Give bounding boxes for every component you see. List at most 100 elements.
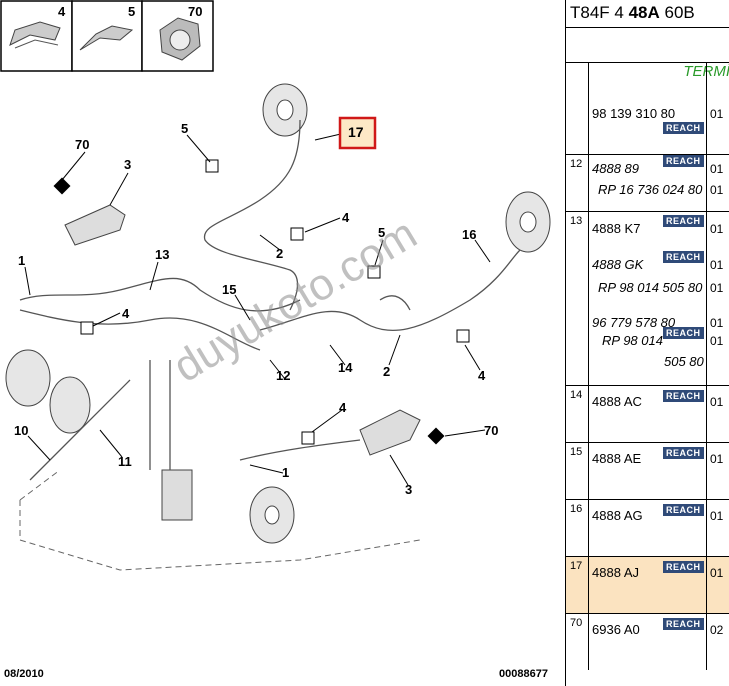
column-divider	[588, 500, 589, 556]
callout-16[interactable]: 16	[462, 227, 477, 242]
column-divider	[706, 63, 707, 154]
callout-70[interactable]: 70	[484, 423, 499, 438]
thumbnail-label-4: 4	[58, 4, 66, 19]
brake-pipes	[19, 119, 521, 481]
quantity: 01	[710, 452, 724, 466]
callout-15[interactable]: 15	[222, 282, 237, 297]
part-reference: 98 139 310 80	[592, 106, 676, 121]
part-reference: 4888 K7	[592, 221, 641, 236]
row-number: 17	[570, 560, 583, 572]
parts-row[interactable]: 17 4888 AJ 01 REACH	[566, 556, 729, 613]
clip-markers	[80, 159, 470, 445]
reach-badge: REACH	[663, 327, 704, 339]
reach-badge: REACH	[663, 251, 704, 263]
callout-14[interactable]: 14	[338, 360, 353, 375]
callout-1[interactable]: 1	[282, 465, 290, 480]
thumbnail-clip-5[interactable]	[71, 0, 143, 72]
callout-11[interactable]: 11	[118, 454, 132, 469]
part-reference: 4888 AJ	[592, 565, 639, 580]
part-reference: 96 779 578 80	[592, 315, 676, 330]
callout-1[interactable]: 1	[18, 253, 26, 268]
callout-3[interactable]: 3	[405, 482, 413, 497]
callout-4[interactable]: 4	[342, 210, 350, 225]
callout-10[interactable]: 10	[14, 423, 29, 438]
panel-title: T84F 4 48A 60B	[570, 3, 695, 23]
parts-row[interactable]: 15 4888 AE 01 REACH	[566, 442, 729, 499]
column-divider	[706, 614, 707, 670]
part-reference: 6936 A0	[592, 622, 640, 637]
quantity: 01	[710, 107, 724, 121]
part-reference: RP 98 014	[602, 333, 663, 348]
callout-4[interactable]: 4	[339, 400, 347, 415]
column-divider	[588, 63, 589, 154]
front-disc-top	[262, 83, 308, 137]
title-suffix: 60B	[659, 3, 695, 22]
bracket-right	[359, 409, 421, 456]
quantity: 01	[710, 395, 724, 409]
column-divider	[706, 500, 707, 556]
column-divider	[588, 557, 589, 613]
reach-badge: REACH	[663, 122, 704, 134]
quantity: 01	[710, 566, 724, 580]
column-divider	[706, 557, 707, 613]
callout-2[interactable]: 2	[383, 364, 391, 379]
callout-2[interactable]: 2	[276, 246, 284, 261]
column-divider	[588, 386, 589, 442]
rear-disc-bottom	[249, 486, 295, 544]
part-reference: 4888 AC	[592, 394, 642, 409]
thumbnail-clip-4[interactable]	[0, 0, 73, 72]
quantity: 01	[710, 281, 724, 295]
reach-badge: REACH	[663, 504, 704, 516]
reach-badge: REACH	[663, 155, 704, 167]
quantity: 01	[710, 162, 724, 176]
callout-5[interactable]: 5	[378, 225, 386, 240]
reach-badge: REACH	[663, 561, 704, 573]
column-divider	[706, 212, 707, 385]
title-prefix: T84F 4	[570, 3, 629, 22]
part-reference: RP 98 014 505 80	[598, 280, 703, 295]
quantity: 01	[710, 258, 724, 272]
part-reference: 4888 GK	[592, 257, 644, 272]
row-number: 15	[570, 446, 583, 458]
part-reference: 505 80	[664, 354, 704, 369]
thumbnail-nut-70[interactable]	[141, 0, 214, 72]
callout-13[interactable]: 13	[155, 247, 170, 262]
column-divider	[588, 155, 589, 211]
reach-badge: REACH	[663, 447, 704, 459]
quantity: 01	[710, 509, 724, 523]
row-number: 16	[570, 503, 583, 515]
title-bold: 48A	[628, 3, 660, 22]
column-divider	[588, 443, 589, 499]
callout-5[interactable]: 5	[181, 121, 189, 136]
abs-unit	[161, 469, 193, 521]
bracket-left	[64, 204, 126, 246]
parts-diagram: 4 5 70 70 3 5 1 13 4 15 10 11 12 14 2 4 …	[0, 0, 551, 680]
callout-12[interactable]: 12	[276, 368, 291, 383]
column-divider	[588, 614, 589, 670]
reach-badge: REACH	[663, 215, 704, 227]
quantity: 01	[710, 222, 724, 236]
term-row: TERMİ	[566, 27, 729, 80]
footer-code: 00088677	[499, 668, 548, 680]
row-number: 70	[570, 617, 583, 629]
column-divider	[706, 443, 707, 499]
column-divider	[706, 155, 707, 211]
thumbnail-label-70: 70	[188, 4, 203, 19]
part-reference: 4888 AE	[592, 451, 642, 466]
column-divider	[706, 386, 707, 442]
quantity: 02	[710, 623, 724, 637]
callout-4[interactable]: 4	[478, 368, 486, 383]
callout-17[interactable]: 17	[348, 124, 364, 140]
callout-4[interactable]: 4	[122, 306, 130, 321]
part-reference: RP 16 736 024 80	[598, 182, 703, 197]
callout-70[interactable]: 70	[75, 137, 90, 152]
callout-17-box[interactable]	[338, 116, 377, 150]
callout-3[interactable]: 3	[124, 157, 132, 172]
